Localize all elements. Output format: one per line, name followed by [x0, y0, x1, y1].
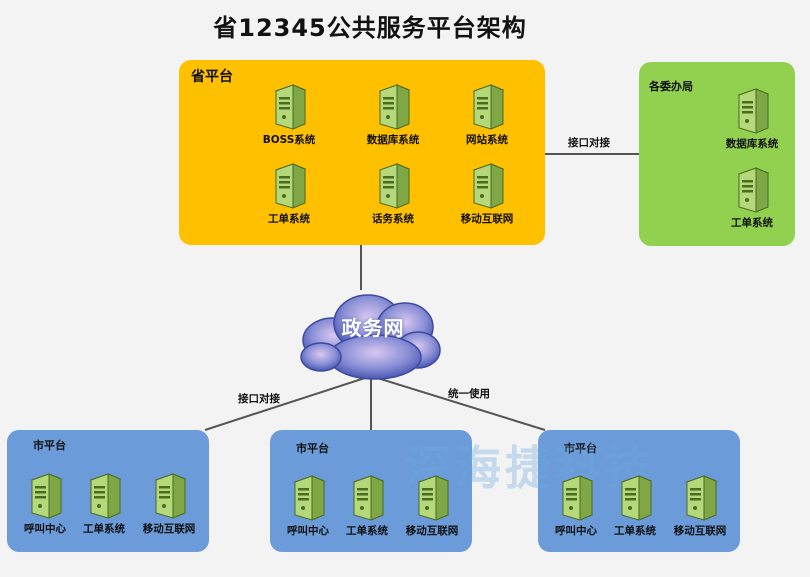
- server-label: 移动互联网: [460, 213, 514, 225]
- server-icon: [590, 475, 680, 521]
- server-node: 数据库系统: [348, 84, 438, 147]
- server-label: 工单系统: [268, 213, 310, 225]
- server-node: 移动互联网: [655, 475, 745, 538]
- server-icon: [124, 473, 214, 519]
- server-icon: [0, 473, 90, 519]
- province-platform-title: 省平台: [191, 69, 233, 85]
- server-node: 移动互联网: [442, 163, 532, 226]
- line-cloud-city-left: [204, 375, 372, 431]
- server-icon: [59, 473, 149, 519]
- server-node: 工单系统: [322, 475, 412, 538]
- server-node: 呼叫中心: [0, 473, 90, 536]
- server-label: 网站系统: [466, 134, 508, 146]
- server-node: 工单系统: [707, 167, 797, 230]
- server-label: 话务系统: [372, 213, 414, 225]
- edge-label-unified: 统一使用: [448, 388, 490, 400]
- server-node: 移动互联网: [387, 475, 477, 538]
- city-platform-title: 市平台: [564, 442, 597, 455]
- edge-label-interface: 接口对接: [238, 393, 280, 405]
- server-node: 工单系统: [59, 473, 149, 536]
- server-icon: [244, 163, 334, 209]
- server-node: 呼叫中心: [531, 475, 621, 538]
- server-node: 网站系统: [442, 84, 532, 147]
- server-icon: [348, 163, 438, 209]
- server-icon: [263, 475, 353, 521]
- server-label: 呼叫中心: [24, 523, 66, 535]
- server-node: 呼叫中心: [263, 475, 353, 538]
- city-platform-title: 市平台: [33, 439, 66, 452]
- server-icon: [707, 167, 797, 213]
- server-icon: [322, 475, 412, 521]
- cloud-icon: [300, 294, 441, 380]
- server-icon: [442, 84, 532, 130]
- server-node: 数据库系统: [707, 88, 797, 151]
- server-label: 呼叫中心: [555, 525, 597, 537]
- city-platform-title: 市平台: [296, 442, 329, 455]
- server-label: 数据库系统: [725, 138, 779, 150]
- server-node: 移动互联网: [124, 473, 214, 536]
- server-label: BOSS系统: [262, 134, 316, 146]
- server-node: BOSS系统: [244, 84, 334, 147]
- cloud-label: 政务网: [341, 316, 405, 340]
- server-icon: [442, 163, 532, 209]
- server-node: 话务系统: [348, 163, 438, 226]
- server-node: 工单系统: [590, 475, 680, 538]
- server-label: 工单系统: [614, 525, 656, 537]
- server-label: 工单系统: [731, 217, 773, 229]
- server-label: 移动互联网: [142, 523, 196, 535]
- server-icon: [655, 475, 745, 521]
- server-label: 工单系统: [83, 523, 125, 535]
- server-icon: [531, 475, 621, 521]
- line-cloud-city-right: [370, 375, 546, 431]
- server-label: 呼叫中心: [287, 525, 329, 537]
- edge-label-interface: 接口对接: [568, 137, 610, 149]
- server-label: 移动互联网: [673, 525, 727, 537]
- committees-title: 各委办局: [649, 80, 693, 93]
- server-icon: [387, 475, 477, 521]
- server-icon: [348, 84, 438, 130]
- server-icon: [707, 88, 797, 134]
- server-node: 工单系统: [244, 163, 334, 226]
- server-label: 数据库系统: [366, 134, 420, 146]
- committees-panel: 各委办局: [639, 62, 795, 246]
- server-icon: [244, 84, 334, 130]
- diagram-title: 省12345公共服务平台架构: [213, 14, 527, 42]
- server-label: 移动互联网: [405, 525, 459, 537]
- server-label: 工单系统: [346, 525, 388, 537]
